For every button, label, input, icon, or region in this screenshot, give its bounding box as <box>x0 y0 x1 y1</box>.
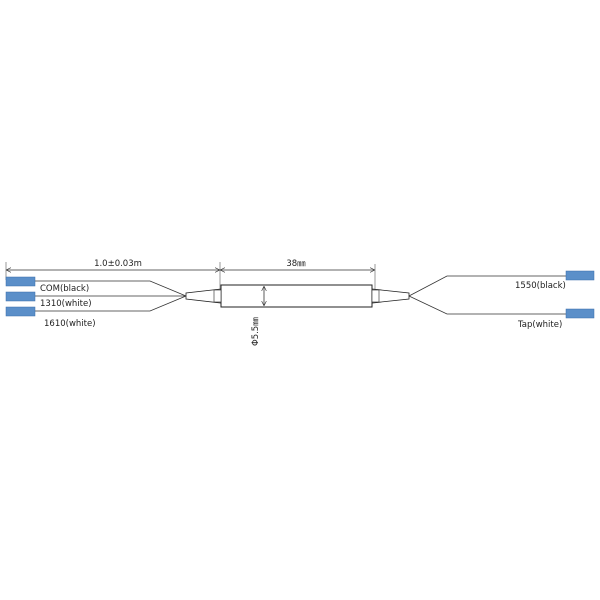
left-boot-collar <box>213 289 222 303</box>
port-label-1550: 1550(black) <box>515 281 566 291</box>
fiber-com <box>35 280 187 297</box>
port-label-tap: Tap(white) <box>517 320 562 330</box>
right-boot-collar <box>371 289 380 303</box>
connector-tap <box>565 308 595 319</box>
connector-1550 <box>565 270 595 281</box>
port-label-1310: 1310(white) <box>40 299 92 309</box>
body-length-label: 38㎜ <box>286 259 306 269</box>
fiber-tap <box>408 295 566 315</box>
left-fibers <box>35 280 187 312</box>
cable-length-dimension: 1.0±0.03m <box>5 259 221 290</box>
port-label-com: COM(black) <box>40 284 89 294</box>
cable-length-label: 1.0±0.03m <box>94 259 142 269</box>
fiber-1610 <box>35 295 187 312</box>
fiber-1550 <box>408 275 566 297</box>
diameter-label: Φ5.5㎜ <box>251 317 261 346</box>
device-tube <box>220 284 373 308</box>
connector-1610 <box>5 306 36 317</box>
diameter-dimension: Φ5.5㎜ <box>251 287 264 346</box>
body-length-dimension: 38㎜ <box>221 259 376 290</box>
connector-1310 <box>5 291 36 302</box>
right-connectors <box>565 270 595 319</box>
left-connectors <box>5 276 36 317</box>
port-label-1610: 1610(white) <box>44 319 96 329</box>
right-fibers <box>408 275 566 315</box>
device-body <box>185 284 410 308</box>
connector-com <box>5 276 36 287</box>
